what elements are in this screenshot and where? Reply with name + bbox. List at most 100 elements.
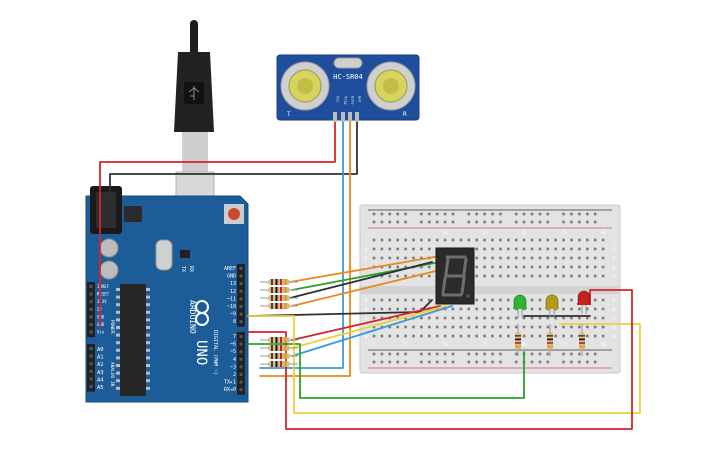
breadboard-hole[interactable] bbox=[554, 316, 557, 320]
breadboard-hole[interactable] bbox=[483, 307, 486, 311]
breadboard-hole[interactable] bbox=[491, 298, 494, 302]
breadboard-rail-hole[interactable] bbox=[538, 352, 542, 356]
breadboard-hole[interactable] bbox=[530, 307, 534, 311]
breadboard-hole[interactable] bbox=[499, 325, 502, 329]
breadboard-hole[interactable] bbox=[404, 298, 407, 302]
breadboard-hole[interactable] bbox=[467, 316, 471, 320]
breadboard-hole[interactable] bbox=[522, 238, 526, 242]
breadboard-hole[interactable] bbox=[428, 298, 431, 302]
breadboard-rail-hole[interactable] bbox=[570, 352, 573, 356]
breadboard-hole[interactable] bbox=[491, 238, 494, 242]
digital-top-pin[interactable] bbox=[239, 282, 243, 286]
breadboard-rail-hole[interactable] bbox=[546, 220, 550, 224]
breadboard-hole[interactable] bbox=[593, 334, 597, 338]
breadboard-rail-hole[interactable] bbox=[570, 220, 573, 224]
breadboard-hole[interactable] bbox=[451, 316, 455, 320]
breadboard-hole[interactable] bbox=[420, 238, 423, 242]
breadboard-hole[interactable] bbox=[435, 238, 439, 242]
analog-pin[interactable] bbox=[89, 369, 93, 373]
breadboard-rail-hole[interactable] bbox=[435, 360, 439, 364]
breadboard-rail-hole[interactable] bbox=[451, 352, 455, 356]
breadboard-rail-hole[interactable] bbox=[570, 360, 573, 364]
breadboard-hole[interactable] bbox=[514, 274, 518, 278]
sensor-pin-vcc[interactable] bbox=[333, 112, 337, 122]
breadboard-hole[interactable] bbox=[593, 307, 597, 311]
breadboard-hole[interactable] bbox=[586, 247, 589, 251]
breadboard-rail-hole[interactable] bbox=[514, 220, 518, 224]
breadboard-hole[interactable] bbox=[396, 238, 399, 242]
breadboard-rail-hole[interactable] bbox=[538, 212, 542, 216]
breadboard-hole[interactable] bbox=[404, 334, 407, 338]
breadboard-hole[interactable] bbox=[522, 316, 526, 320]
breadboard-hole[interactable] bbox=[499, 265, 502, 269]
breadboard-rail-hole[interactable] bbox=[530, 220, 534, 224]
breadboard-hole[interactable] bbox=[491, 256, 494, 260]
breadboard-hole[interactable] bbox=[380, 316, 384, 320]
breadboard-hole[interactable] bbox=[522, 256, 526, 260]
breadboard-hole[interactable] bbox=[562, 325, 565, 329]
breadboard-hole[interactable] bbox=[570, 265, 573, 269]
breadboard-rail-hole[interactable] bbox=[420, 352, 423, 356]
breadboard-hole[interactable] bbox=[404, 265, 407, 269]
breadboard-rail-hole[interactable] bbox=[593, 212, 597, 216]
breadboard-rail-hole[interactable] bbox=[538, 360, 542, 364]
breadboard-rail-hole[interactable] bbox=[586, 212, 589, 216]
breadboard-hole[interactable] bbox=[396, 274, 399, 278]
breadboard-hole[interactable] bbox=[507, 325, 510, 329]
breadboard-hole[interactable] bbox=[507, 238, 510, 242]
breadboard-hole[interactable] bbox=[530, 325, 534, 329]
breadboard-hole[interactable] bbox=[578, 238, 581, 242]
breadboard-rail-hole[interactable] bbox=[546, 352, 550, 356]
breadboard-hole[interactable] bbox=[546, 265, 550, 269]
breadboard-hole[interactable] bbox=[578, 325, 581, 329]
breadboard-hole[interactable] bbox=[388, 265, 392, 269]
breadboard-hole[interactable] bbox=[428, 274, 431, 278]
breadboard-hole[interactable] bbox=[412, 298, 415, 302]
breadboard-hole[interactable] bbox=[499, 334, 502, 338]
digital-top-pin[interactable] bbox=[239, 312, 243, 316]
breadboard-rail-hole[interactable] bbox=[467, 220, 471, 224]
analog-pin[interactable] bbox=[89, 354, 93, 358]
breadboard-hole[interactable] bbox=[522, 265, 526, 269]
breadboard-rail-hole[interactable] bbox=[388, 360, 392, 364]
breadboard-hole[interactable] bbox=[483, 274, 486, 278]
breadboard-rail-hole[interactable] bbox=[562, 360, 565, 364]
breadboard-rail-hole[interactable] bbox=[443, 220, 447, 224]
breadboard-hole[interactable] bbox=[491, 325, 494, 329]
breadboard-hole[interactable] bbox=[586, 307, 589, 311]
breadboard-hole[interactable] bbox=[475, 316, 478, 320]
breadboard-rail-hole[interactable] bbox=[522, 220, 526, 224]
breadboard-hole[interactable] bbox=[372, 238, 376, 242]
breadboard-hole[interactable] bbox=[593, 247, 597, 251]
breadboard-hole[interactable] bbox=[475, 265, 478, 269]
breadboard-hole[interactable] bbox=[530, 298, 534, 302]
digital-bottom-pin[interactable] bbox=[239, 342, 243, 346]
breadboard-rail-hole[interactable] bbox=[443, 352, 447, 356]
breadboard-hole[interactable] bbox=[530, 316, 534, 320]
breadboard-hole[interactable] bbox=[546, 316, 550, 320]
breadboard-hole[interactable] bbox=[499, 298, 502, 302]
digital-top-pin[interactable] bbox=[239, 274, 243, 278]
breadboard-hole[interactable] bbox=[475, 238, 478, 242]
breadboard-hole[interactable] bbox=[404, 316, 407, 320]
breadboard-hole[interactable] bbox=[562, 256, 565, 260]
breadboard-hole[interactable] bbox=[514, 265, 518, 269]
breadboard-rail-hole[interactable] bbox=[388, 212, 392, 216]
breadboard-rail-hole[interactable] bbox=[420, 360, 423, 364]
breadboard-rail-hole[interactable] bbox=[380, 220, 384, 224]
breadboard-hole[interactable] bbox=[475, 247, 478, 251]
breadboard-hole[interactable] bbox=[459, 307, 463, 311]
breadboard-hole[interactable] bbox=[499, 274, 502, 278]
breadboard-hole[interactable] bbox=[396, 307, 399, 311]
breadboard-hole[interactable] bbox=[570, 274, 573, 278]
breadboard-hole[interactable] bbox=[538, 316, 542, 320]
breadboard-hole[interactable] bbox=[499, 238, 502, 242]
breadboard-hole[interactable] bbox=[514, 256, 518, 260]
breadboard-hole[interactable] bbox=[546, 325, 550, 329]
breadboard-hole[interactable] bbox=[483, 238, 486, 242]
breadboard-hole[interactable] bbox=[491, 247, 494, 251]
breadboard-hole[interactable] bbox=[388, 247, 392, 251]
digital-bottom-pin[interactable] bbox=[239, 350, 243, 354]
breadboard-hole[interactable] bbox=[570, 256, 573, 260]
breadboard-hole[interactable] bbox=[396, 265, 399, 269]
